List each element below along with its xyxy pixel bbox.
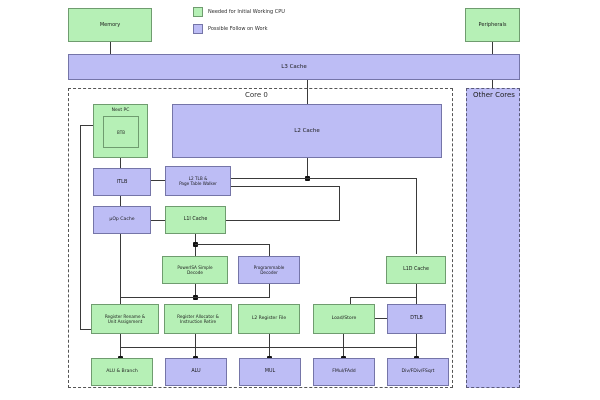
connector-allocator-down [195,334,196,347]
connector-uop-l1i [151,220,165,221]
connector-exec-div [416,347,417,358]
legend-label-green: Needed for Initial Working CPU [208,9,285,15]
block-l2-tlb-page-table-walker[interactable]: L2 TLB & Page Table Walker [165,166,231,196]
connector-bus-horizontal-top [231,178,416,179]
block-programmable-decoder-line2: Decoder [260,270,278,275]
connector-exec-alubranch [120,347,121,358]
block-register-rename-line1: Register Rename & [104,313,146,319]
block-programmable-decoder[interactable]: Programmable Decoder [238,256,300,284]
connector-regfile-down [269,334,270,347]
core-0-label: Core 0 [245,91,268,99]
connector-l3-l2 [307,80,308,104]
other-cores-region[interactable] [466,88,520,388]
connector-nextpc-itlb [120,158,121,168]
legend-label-purple: Possible Follow on Work [208,26,268,32]
connector-l1i-right [226,220,340,221]
connector-exec-mul [269,347,270,358]
connector-bus-to-l1d [416,178,417,254]
block-mul[interactable]: MUL [239,358,301,386]
connector-decoder-split [195,244,269,245]
block-alu[interactable]: ALU [165,358,227,386]
block-memory[interactable]: Memory [68,8,152,42]
block-itlb[interactable]: ITLB [93,168,151,196]
connector-to-programmable-decoder [269,244,270,256]
block-register-rename[interactable]: Register Rename & Unit Assignment [91,304,159,334]
block-peripherals[interactable]: Peripherals [465,8,520,42]
connector-loadstore-down [350,297,351,304]
connector-bus-horizontal-second [231,186,339,187]
block-register-allocator-line2: Instruction Retire [179,319,217,324]
block-next-pc-label: Next PC [111,108,130,113]
block-powerisa-decode-line1: PowerISA Simple [177,264,213,270]
connector-l3-other-cores [492,80,493,88]
block-uop-cache[interactable]: µOp Cache [93,206,151,234]
connector-bus-to-l1i-row [339,186,340,220]
block-l2-cache[interactable]: L2 Cache [172,104,442,158]
connector-feedback-from-rename [80,329,93,330]
connector-l1d-bus [350,297,416,298]
connector-peripherals-l3 [492,42,493,54]
connector-memory-l3 [110,42,111,54]
connector-itlb-l2tlb [151,180,165,181]
block-dtlb[interactable]: DTLB [387,304,446,334]
block-l2-tlb-line2: Page Table Walker [179,181,217,186]
connector-loadstore-exec [343,334,344,347]
block-programmable-decoder-line1: Programmable [253,264,285,270]
connector-l2-bus [307,158,308,180]
block-register-allocator-line1: Register Allocator & [177,313,219,319]
block-l1d-cache[interactable]: L1D Cache [386,256,446,284]
connector-uop-rename [120,234,121,304]
block-l2-register-file[interactable]: L2 Register File [238,304,300,334]
block-fmul-fadd[interactable]: FMul/FAdd [313,358,375,386]
connector-exec-alu [195,347,196,358]
connector-feedback-to-nextpc [80,125,93,126]
block-powerisa-decode-line2: Decode [187,270,203,275]
connector-simple-decode-down [195,284,196,300]
connector-dtlb-up [416,297,417,304]
other-cores-label: Other Cores [473,91,515,99]
block-register-rename-line2: Unit Assignment [107,319,143,324]
connector-dtlb-exec [416,334,417,347]
block-l2-tlb-line1: L2 TLB & [188,175,208,181]
block-btb[interactable]: BTB [103,116,139,148]
connector-programmable-decode-down [269,284,270,298]
connector-exec-bus [120,347,416,348]
connector-rename-down [120,334,121,347]
connector-feedback-left [80,125,81,329]
legend-swatch-green [193,7,203,17]
block-l1i-cache[interactable]: L1I Cache [165,206,226,234]
connector-l1d-loadstore [416,284,417,304]
connector-exec-fmul [343,347,344,358]
block-register-allocator[interactable]: Register Allocator & Instruction Retire [164,304,232,334]
legend-swatch-purple [193,24,203,34]
block-div-fdiv-fsqrt[interactable]: Div/FDiv/FSqrt [387,358,449,386]
block-l3-cache[interactable]: L3 Cache [68,54,520,80]
connector-itlb-uop [120,196,121,206]
connector-decode-bus [120,297,270,298]
core-0-region [68,88,453,388]
block-alu-branch[interactable]: ALU & Branch [91,358,153,386]
block-load-store[interactable]: Load/Store [313,304,375,334]
block-powerisa-simple-decode[interactable]: PowerISA Simple Decode [162,256,228,284]
